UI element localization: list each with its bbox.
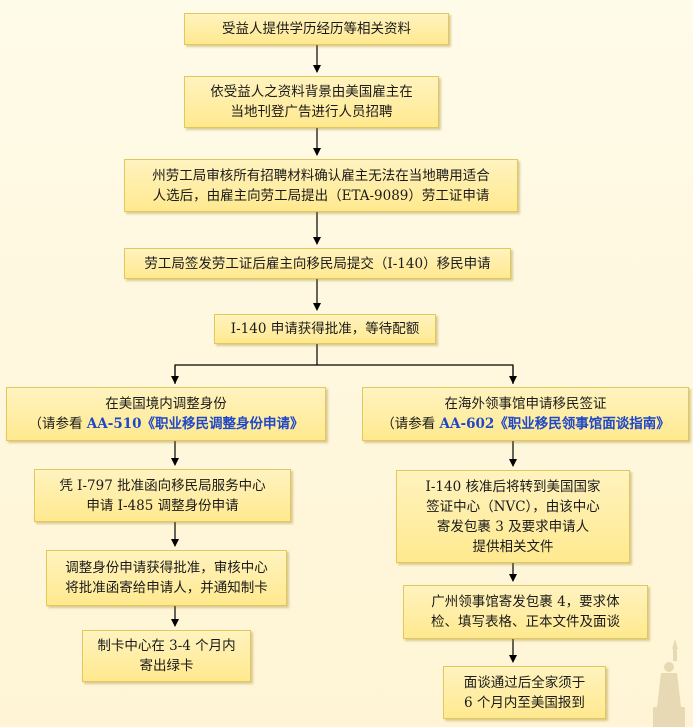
left-step-3-box: 制卡中心在 3-4 个月内 寄出绿卡 <box>82 630 251 682</box>
left-step-2-text: 调整身份申请获得批准，审核中心 将批准函寄给申请人，并通知制卡 <box>65 560 268 596</box>
left-ref-title: 《职业移民调整身份申请》 <box>141 416 304 432</box>
right-branch-header: 在海外领事馆申请移民签证 <box>444 396 607 412</box>
right-ref-code: AA-602 <box>439 416 495 432</box>
left-ref-code: AA-510 <box>86 416 142 432</box>
right-ref-title: 《职业移民领事馆面谈指南》 <box>494 416 670 432</box>
right-branch-header-box: 在海外领事馆申请移民签证 （请参看 AA-602《职业移民领事馆面谈指南》 <box>362 387 689 441</box>
right-step-3-text: 面谈通过后全家须于 6 个月内至美国报到 <box>463 674 586 711</box>
step-1-text: 受益人提供学历经历等相关资料 <box>222 21 411 37</box>
right-step-3-box: 面谈通过后全家须于 6 个月内至美国报到 <box>443 666 606 719</box>
left-step-1-box: 凭 I-797 批准函向移民局服务中心 申请 I-485 调整身份申请 <box>34 469 291 522</box>
step-2-box: 依受益人之资料背景由美国雇主在 当地刊登广告进行人员招聘 <box>184 76 439 128</box>
left-branch-header: 在美国境内调整身份 <box>105 396 227 412</box>
step-5-box: I-140 申请获得批准，等待配额 <box>214 314 436 344</box>
statue-of-liberty-icon <box>653 639 685 727</box>
right-ref-prefix: （请参看 <box>381 416 440 432</box>
right-step-1-text: I-140 核准后将转到美国国家 签证中心（NVC），由该中心 寄发包裹 3 及… <box>425 478 601 555</box>
left-ref-prefix: （请参看 <box>28 416 87 432</box>
right-branch-reference: （请参看 AA-602《职业移民领事馆面谈指南》 <box>381 414 670 434</box>
step-2-text: 依受益人之资料背景由美国雇主在 当地刊登广告进行人员招聘 <box>210 84 413 120</box>
left-branch-header-box: 在美国境内调整身份 （请参看 AA-510《职业移民调整身份申请》 <box>6 387 326 441</box>
step-3-text: 州劳工局审核所有招聘材料确认雇主无法在当地聘用适合 人选后，由雇主向劳工局提出（… <box>152 167 490 204</box>
step-4-text: 劳工局签发劳工证后雇主向移民局提交（I-140）移民申请 <box>144 255 491 272</box>
left-step-2-box: 调整身份申请获得批准，审核中心 将批准函寄给申请人，并通知制卡 <box>46 550 287 606</box>
step-5-text: I-140 申请获得批准，等待配额 <box>230 321 420 337</box>
left-step-3-text: 制卡中心在 3-4 个月内 寄出绿卡 <box>97 638 236 674</box>
left-branch-reference: （请参看 AA-510《职业移民调整身份申请》 <box>28 414 303 434</box>
step-4-box: 劳工局签发劳工证后雇主向移民局提交（I-140）移民申请 <box>124 248 511 279</box>
left-step-1-text: 凭 I-797 批准函向移民局服务中心 申请 I-485 调整身份申请 <box>59 477 266 514</box>
step-3-box: 州劳工局审核所有招聘材料确认雇主无法在当地聘用适合 人选后，由雇主向劳工局提出（… <box>124 159 518 212</box>
right-step-1-box: I-140 核准后将转到美国国家 签证中心（NVC），由该中心 寄发包裹 3 及… <box>396 470 630 563</box>
right-step-2-text: 广州领事馆寄发包裹 4，要求体 检、填写表格、正本文件及面谈 <box>431 594 620 630</box>
right-step-2-box: 广州领事馆寄发包裹 4，要求体 检、填写表格、正本文件及面谈 <box>403 585 648 639</box>
step-1-box: 受益人提供学历经历等相关资料 <box>184 13 449 45</box>
